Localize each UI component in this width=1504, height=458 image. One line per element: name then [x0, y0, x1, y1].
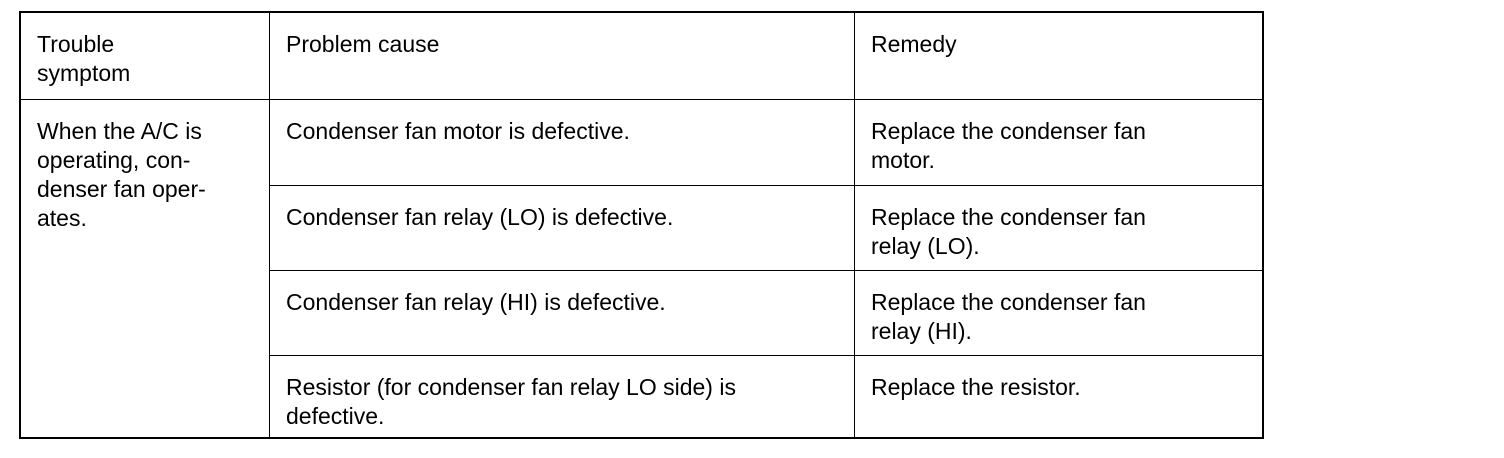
- trouble-symptom-cell: When the A/C is operating, con- denser f…: [21, 99, 269, 437]
- cause-cell: Resistor (for condenser fan relay LO sid…: [269, 355, 854, 437]
- cause-cell: Condenser fan relay (HI) is defective.: [269, 270, 854, 355]
- symptom-line: denser fan oper-: [37, 176, 206, 202]
- symptom-line: When the A/C is: [37, 118, 202, 144]
- cause-cell: Condenser fan relay (LO) is defective.: [269, 185, 854, 270]
- remedy-cell: Replace the condenser fan motor.: [854, 99, 1262, 185]
- header-trouble-symptom: Trouble symptom: [37, 31, 131, 86]
- symptom-line: ates.: [37, 205, 87, 231]
- remedy-cell: Replace the condenser fan relay (HI).: [854, 270, 1262, 355]
- remedy-cell: Replace the condenser fan relay (LO).: [854, 185, 1262, 270]
- cause-cell: Condenser fan motor is defective.: [269, 99, 854, 185]
- symptom-line: operating, con-: [37, 147, 191, 173]
- header-problem-cause: Problem cause: [269, 13, 854, 99]
- header-remedy: Remedy: [854, 13, 1262, 99]
- troubleshooting-table: Trouble symptom Problem cause Remedy Whe…: [19, 11, 1264, 439]
- remedy-cell: Replace the resistor.: [854, 355, 1262, 437]
